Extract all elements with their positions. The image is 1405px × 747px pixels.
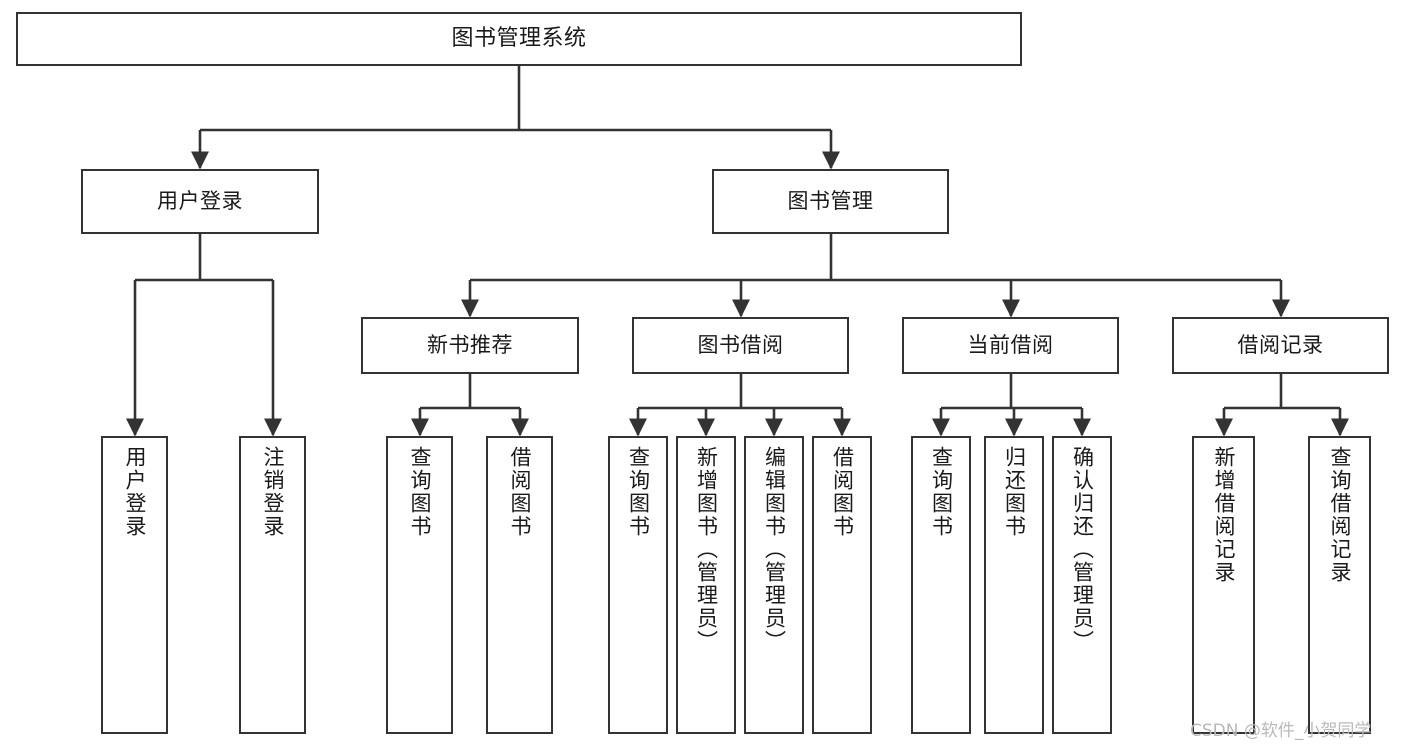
node-borrow-records[interactable]: 借阅记录 <box>1172 317 1389 374</box>
node-label: 图书管理系统 <box>451 25 587 51</box>
node-leaf-query-book-borrow[interactable]: 查询图书 <box>608 436 668 734</box>
node-leaf-query-borrow-record[interactable]: 查询借阅记录 <box>1308 436 1371 734</box>
node-leaf-add-book[interactable]: 新增图书（管理员） <box>676 436 736 734</box>
node-label: 新增借阅记录 <box>1212 446 1236 584</box>
node-label: 查询图书 <box>408 446 432 538</box>
node-label: 归还图书 <box>1002 446 1027 538</box>
node-label: 图书借阅 <box>697 332 784 357</box>
node-root[interactable]: 图书管理系统 <box>16 12 1022 66</box>
node-book-borrow[interactable]: 图书借阅 <box>632 317 849 374</box>
node-label: 确认归还（管理员） <box>1070 446 1095 653</box>
node-user-login[interactable]: 用户登录 <box>81 169 319 234</box>
node-leaf-query-book-recommend[interactable]: 查询图书 <box>386 436 453 734</box>
node-label: 图书管理 <box>787 188 874 213</box>
node-current-borrow[interactable]: 当前借阅 <box>902 317 1119 374</box>
node-leaf-borrow-book[interactable]: 借阅图书 <box>812 436 872 734</box>
node-label: 借阅图书 <box>508 446 532 538</box>
node-label: 借阅图书 <box>830 446 855 538</box>
csdn-watermark: CSDN @软件_小贺同学 <box>1190 721 1372 741</box>
node-label: 当前借阅 <box>967 332 1054 357</box>
node-book-management[interactable]: 图书管理 <box>712 169 949 234</box>
node-label: 查询借阅记录 <box>1328 446 1352 584</box>
node-leaf-query-book-current[interactable]: 查询图书 <box>911 436 971 734</box>
node-leaf-add-borrow-record[interactable]: 新增借阅记录 <box>1192 436 1255 734</box>
node-label: 借阅记录 <box>1237 332 1324 357</box>
node-label: 新书推荐 <box>427 332 513 357</box>
node-leaf-confirm-return[interactable]: 确认归还（管理员） <box>1052 436 1112 734</box>
node-new-book-recommend[interactable]: 新书推荐 <box>361 317 579 374</box>
node-leaf-user-logout[interactable]: 注销登录 <box>239 436 306 734</box>
node-label: 查询图书 <box>929 446 954 538</box>
node-label: 新增图书（管理员） <box>694 446 719 653</box>
node-leaf-user-login[interactable]: 用户登录 <box>101 436 168 734</box>
node-leaf-borrow-book-recommend[interactable]: 借阅图书 <box>486 436 553 734</box>
node-leaf-edit-book[interactable]: 编辑图书（管理员） <box>744 436 804 734</box>
node-label: 注销登录 <box>261 446 285 538</box>
node-label: 用户登录 <box>123 446 147 538</box>
node-label: 用户登录 <box>157 188 243 213</box>
node-label: 编辑图书（管理员） <box>762 446 787 653</box>
node-leaf-return-book[interactable]: 归还图书 <box>984 436 1044 734</box>
node-label: 查询图书 <box>626 446 651 538</box>
